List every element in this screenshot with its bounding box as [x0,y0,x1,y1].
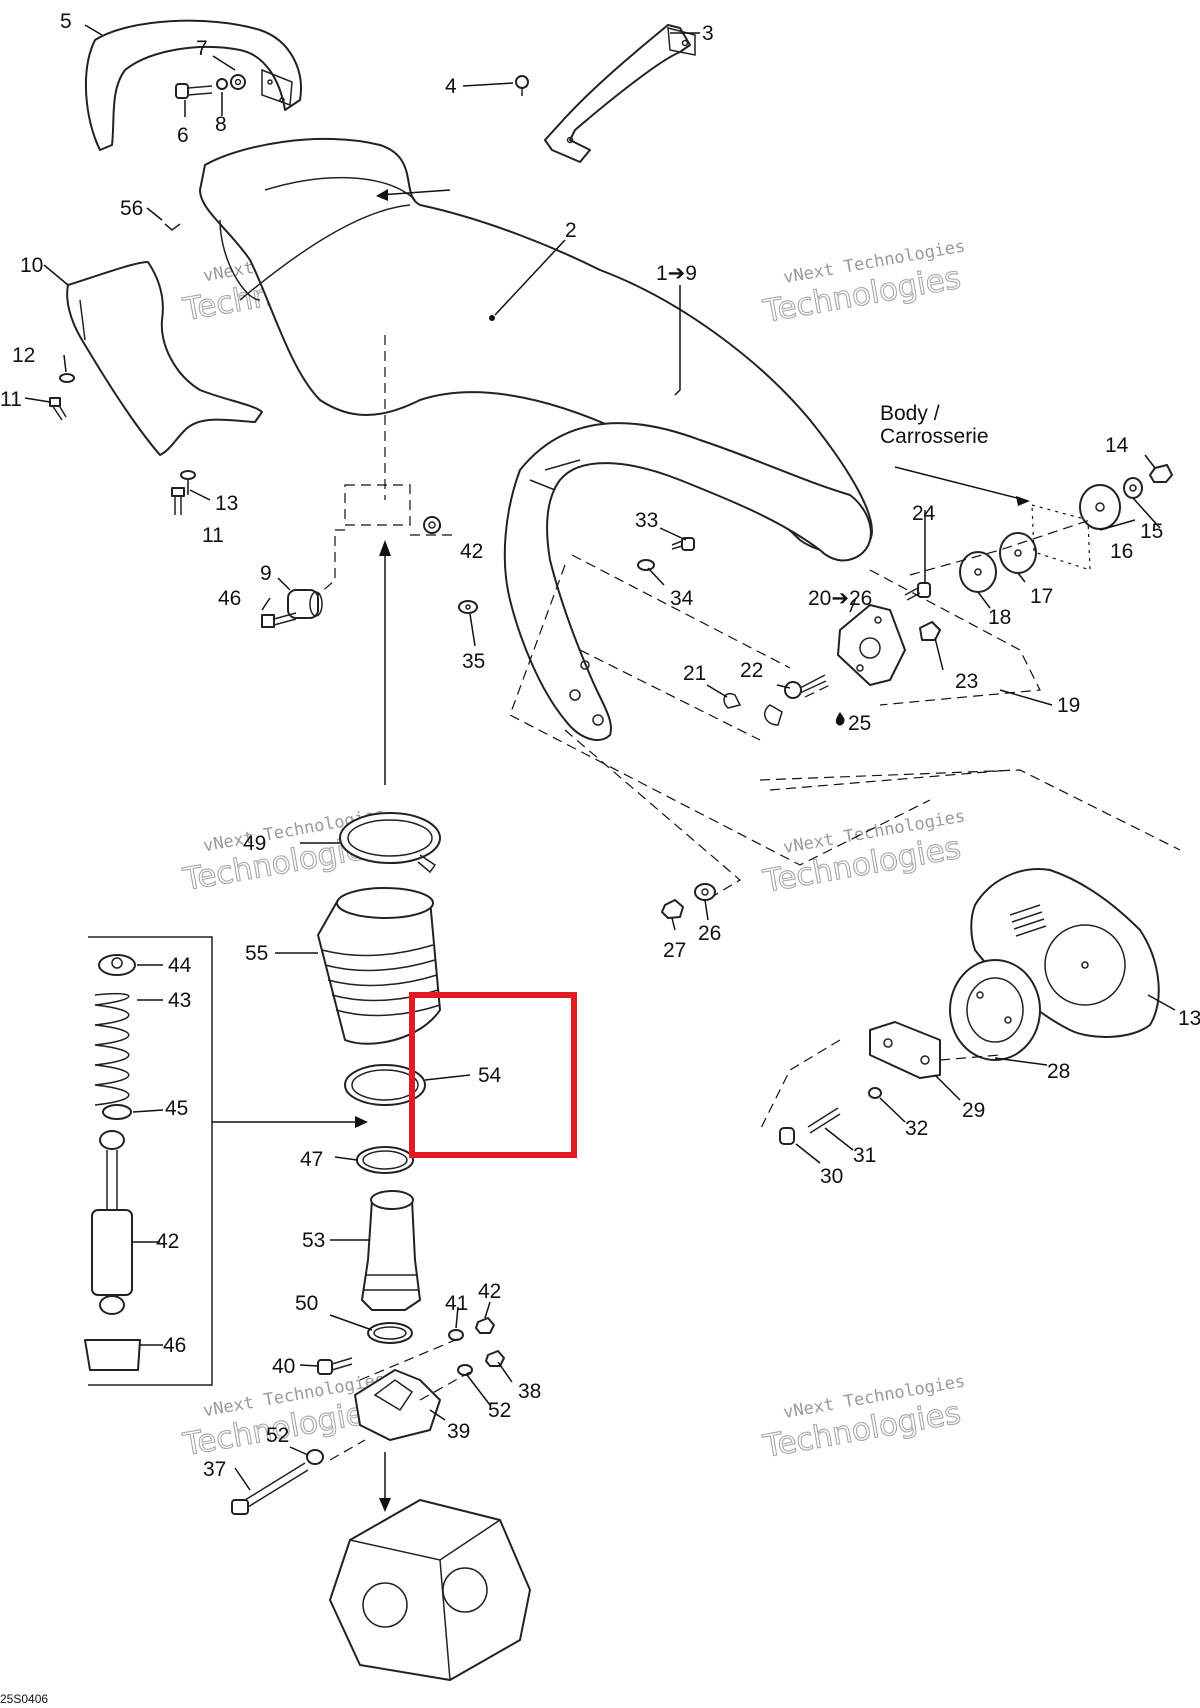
part-34-35-36-fasteners [458,537,695,614]
callout-56: 56 [120,197,143,220]
callout-27: 26 [698,922,721,945]
callout-55: 55 [245,942,268,965]
part-55-bellows [317,887,441,1045]
assembly-dashed-outlines [317,335,1181,1461]
part-9-48-bumper [261,589,323,628]
callout-8: 8 [215,113,227,136]
callout-16: 15 [1140,520,1163,543]
callout-53: 53 [302,1229,325,1252]
watermark-6: vNext Technologies Technologies [759,1371,966,1465]
part-29-33-hardware [779,959,1041,1145]
callout-20-26: 19 [1057,694,1080,717]
callout-40: 40 [272,1355,295,1378]
part-shock-assembly-inset [84,936,213,1386]
callout-4: 4 [445,75,457,98]
part-51-clamp [367,1322,413,1344]
highlight-box-part-54 [409,992,577,1158]
part-1-frame [503,422,872,741]
callout-43: 42 [156,1230,179,1253]
callout-30: 29 [962,1099,985,1122]
part-39-mount [354,1369,441,1441]
part-54-ring [344,1064,426,1106]
part-50-clamp [339,812,441,874]
part-14-cover [970,868,1160,1038]
watermark-2: vNext Technologies Technologies [759,236,966,330]
callout-26: 25 [848,712,871,735]
callout-49: 47 [300,1148,323,1171]
callout-13: 13 [215,492,238,515]
part-56-clip [164,223,181,231]
callout-12: 12 [12,344,35,367]
callout-39: 39 [447,1420,470,1443]
callout-labels: 5 7 3 4 6 8 56 2 1➔9 10 12 11 Body / Car… [0,10,1200,1706]
part-3-handle [544,24,696,163]
body-label-line1: Body / [880,402,940,425]
callout-14: 13 [1178,1007,1200,1030]
part-53-boot [361,1190,421,1311]
watermark-4: vNext Technologies Technologies [759,806,966,900]
part-10-side-panel [66,261,263,456]
callout-28: 27 [663,939,686,962]
part-11-12-13-fasteners [49,373,196,515]
callout-33: 32 [905,1117,928,1140]
callout-24: 23 [955,670,978,693]
callout-48: 46 [218,587,241,610]
callout-31: 30 [820,1165,843,1188]
callout-29: 28 [1047,1060,1070,1083]
callout-11-bottom: 11 [202,524,224,547]
callout-45: 44 [168,954,192,977]
callout-42-top: 42 [460,540,483,563]
callout-41: 41 [445,1292,468,1315]
callout-52-right: 52 [488,1399,511,1422]
callout-52-left: 52 [266,1424,289,1447]
callout-9: 9 [260,562,272,585]
part-37-bolt [231,1449,324,1515]
callout-47: 46 [163,1334,186,1357]
part-15-19-washers [959,464,1173,593]
callout-35: 34 [670,587,694,610]
body-label-line2: Carrosserie [880,425,989,448]
callout-5: 5 [60,10,72,33]
callout-3: 3 [702,22,714,45]
callout-17: 16 [1110,540,1133,563]
callout-34: 33 [635,509,658,532]
callout-54: 54 [478,1064,502,1087]
callout-11-top: 11 [0,388,22,411]
part-49-clamp [356,1146,414,1174]
callout-10: 10 [20,254,43,277]
part-21-26-bracket [723,582,941,726]
part-lower-frame [329,1499,531,1681]
callout-22: 21 [683,662,706,685]
part-38-42-fasteners [317,1317,505,1376]
callout-44: 43 [168,989,191,1012]
callout-range-1-9: 1➔9 [656,262,697,285]
callout-36: 35 [462,650,485,673]
callout-23: 22 [740,659,763,682]
callout-37: 37 [203,1458,226,1481]
callout-18: 17 [1030,585,1053,608]
callout-25: 24 [912,502,936,525]
callout-7: 7 [196,37,208,60]
drawing-code: 25S0406 [0,1692,48,1706]
part-42-nut-top [423,516,441,534]
part-4-pin [515,75,529,96]
callout-6: 6 [177,124,189,147]
callout-19: 18 [988,606,1011,629]
arrowheads [355,189,1030,1512]
callout-2: 2 [565,219,577,242]
leader-lines [24,24,1176,1491]
callout-38: 38 [518,1380,541,1403]
callout-21: 20➔26 [808,587,872,610]
callout-15: 14 [1105,434,1129,457]
part-5-deflector [85,19,302,151]
callout-46: 45 [165,1097,188,1120]
callout-51: 50 [295,1292,318,1315]
callout-32: 31 [853,1144,876,1167]
callout-42-bottom: 42 [478,1280,501,1303]
part-6-7-8-fasteners [175,74,246,99]
callout-50: 49 [243,832,266,855]
